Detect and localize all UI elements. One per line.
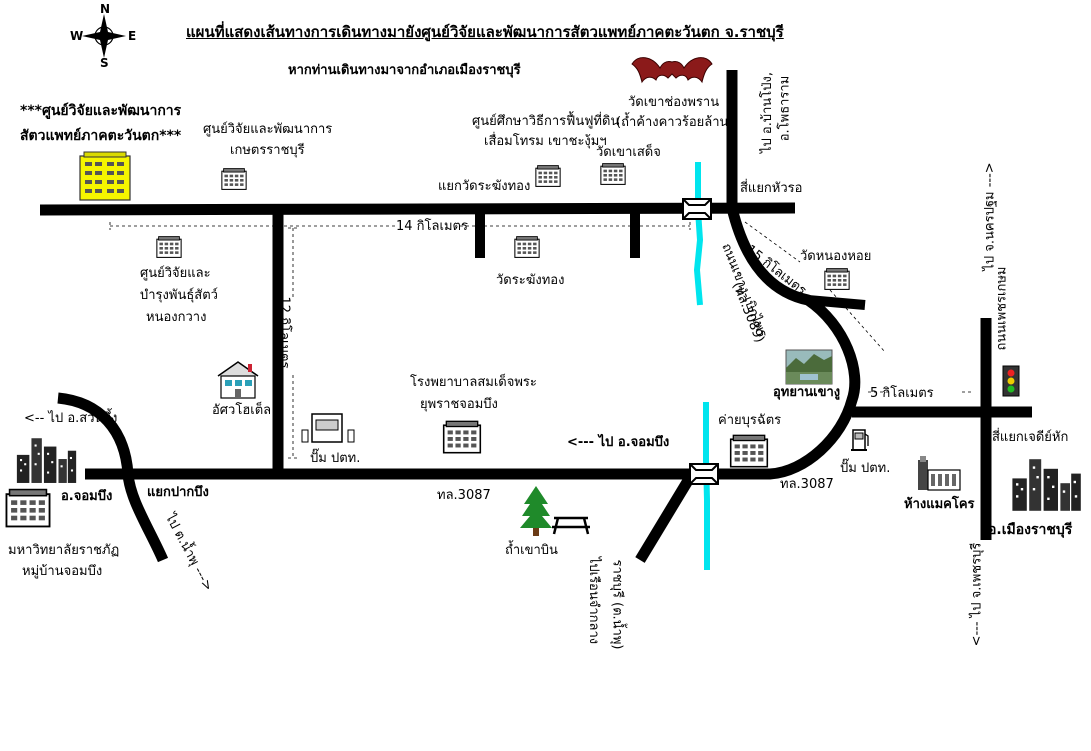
page-subtitle: หากท่านเดินทางมาจากอำเภอเมืองราชบุรี [288,63,521,78]
muang-ratchaburi-label: อ.เมืองราชบุรี [988,522,1073,538]
destination-label-2: สัตวแพทย์ภาคตะวันตก*** [20,128,182,144]
to-photharam-label: อ.โพธาราม [777,75,793,142]
makro-label: ห้างแมคโคร [904,497,975,512]
wat-khao-chong-phran-label-1: วัดเขาช่องพราน [628,95,720,110]
distance-5km: 5 กิโลเมตร [870,386,934,401]
to-phetchaburi-label: <--- ไป จ.เพชรบุรี [969,542,985,647]
research-center-rb-icon [221,168,247,190]
wat-khao-chong-phran-label-2: (ถ้ำค้างคาวร้อยล้าน) [616,115,734,130]
to-prison-label-2: ราชบุรี (ต.น้ำพุ) [609,559,625,650]
road-upper [39,202,796,216]
yaek-wat-rakhang-thong-label: แยกวัดระฆังทอง [438,179,531,194]
research-center-rb-label-2: เกษตรราชบุรี [230,143,305,158]
compass-w: W [70,29,84,43]
gas-station-1-icon [301,413,355,443]
hua-ro-junction-label: สี่แยกหัวรอ [740,181,803,196]
bridge-upper [682,198,712,220]
nong-kwang-label-2: บำรุงพันธุ์สัตว์ [140,288,218,303]
wat-khao-sattha-icon [600,162,626,186]
hospital-label-2: ยุพราชจอมบึง [420,397,498,412]
hospital-label-1: โรงพยาบาลสมเด็จพระ [410,375,537,390]
chedi-hak-junction-label: สี่แยกเจดีย์หัก [992,430,1069,445]
distance-14km: 14 กิโลเมตร [396,219,468,234]
cave-tree-icon [520,486,552,536]
page-title: แผนที่แสดงเส้นทางการเดินทางมายังศูนย์วิจ… [186,23,784,41]
hospital-icon [442,420,482,454]
makro-icon [918,456,961,491]
river [693,162,710,570]
compass-e: E [128,29,137,43]
to-chom-bueng-label: <--- ไป อ.จอมบึง [567,435,670,450]
nong-kwang-label-1: ศูนย์วิจัยและ [140,266,211,281]
camp-icon [729,434,769,468]
khao-soi-dao-label-2: เสื่อมโทรม เขาชะงุ้มฯ [484,134,607,149]
nong-kwang-label-3: หนองกวาง [146,310,207,325]
road-3087-label-b: ทล.3087 [780,477,834,492]
destination-label-1: ***ศูนย์วิจัยและพัฒนาการ [20,103,182,119]
research-center-rb-label-1: ศูนย์วิจัยและพัฒนาการ [203,122,333,137]
wat-nong-hoi-label: วัดหนองหอย [800,249,872,264]
hotel-label: อัศวโฮเต็ล [212,403,272,418]
pak-bueng-junction-label: แยกปากบึง [147,485,209,500]
camp-label: ค่ายบุรฉัตร [718,413,782,428]
to-nakhon-pathom-label: ไป จ.นครปฐม ---> [982,162,998,271]
to-suan-phueng-label: <-- ไป อ.สวนผึ้ง [24,411,118,426]
khao-soi-dao-icon [535,165,561,187]
road-prison [635,471,697,563]
bat-icon [631,57,713,84]
university-label-2: หมู่บ้านจอมบึง [22,564,103,579]
distance-12km: 12 กิโลเมตร [276,296,292,369]
chom-bueng-city-icon [16,438,77,483]
chom-bueng-label: อ.จอมบึง [61,489,113,504]
university-label-1: มหาวิทยาลัยราชภัฏ [8,543,120,558]
to-prison-label-1: ไปเรือนจำกลาง [586,556,602,645]
compass-n: N [100,2,111,16]
cave-label: ถ้ำเขาบิน [505,543,558,558]
university-icon [5,488,51,528]
wat-rakhang-thong-icon [514,236,540,258]
destination-building-icon [79,151,131,201]
traffic-light-icon [1002,365,1020,397]
gas-station-2-icon [850,429,869,452]
picnic-table-icon [552,516,590,535]
muang-city-icon [1012,459,1081,511]
distance-guides [109,221,972,459]
wat-nong-hoi-icon [824,267,850,291]
wat-rakhang-thong-label: วัดระฆังทอง [496,273,565,288]
road-wat-nong-hoi [807,295,866,310]
road-suan-phueng [57,392,169,563]
to-ban-pong-label: ไป อ.บ้านโป่ง, [760,71,776,154]
khao-soi-dao-label-1: ศูนย์ศึกษาวิธีการฟื้นฟูที่ดิน [472,114,620,129]
compass-rose-icon [82,14,126,58]
khao-ngu-park-label: อุทยานเขางู [773,385,841,400]
wat-khao-sattha-label: วัดเขาเสด็จ [596,145,661,160]
gas-station-2-label: ปั๊ม ปตท. [840,461,891,476]
compass-s: S [100,56,109,70]
gas-station-1-label: ปั๊ม ปตท. [310,451,361,466]
bridge-lower [689,463,719,485]
road-khao-ngu [720,206,861,480]
phet-kasem-road-label: ถนนเพชรเกษม [994,266,1010,351]
park-photo-icon [785,349,833,385]
hotel-icon [217,361,259,399]
nong-kwang-icon [156,236,182,258]
road-3087-label-a: ทล.3087 [437,488,491,503]
